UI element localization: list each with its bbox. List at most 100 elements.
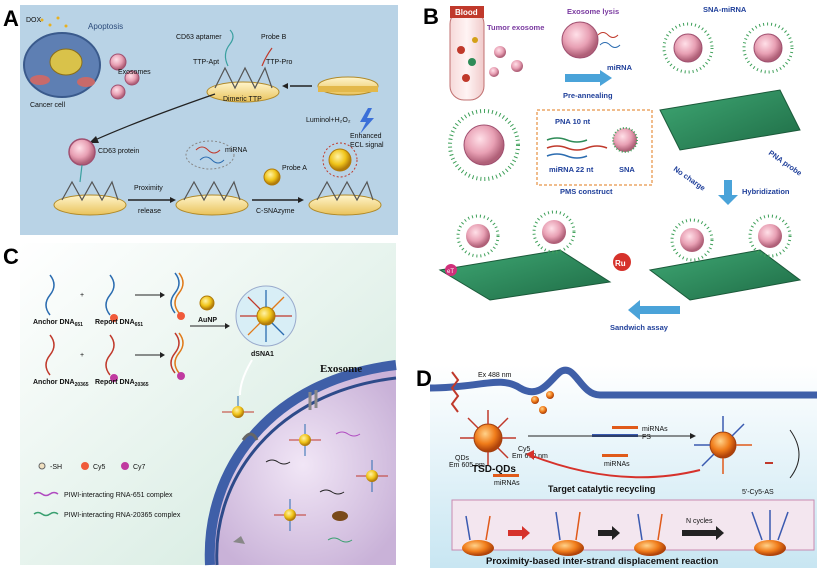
dox-label: DOX	[26, 17, 42, 24]
disc-edge	[318, 86, 378, 92]
release-label: release	[138, 208, 161, 215]
probe-a-nanoparticle	[263, 168, 281, 186]
exosome-vesicle	[68, 138, 96, 166]
aunp-label: AuNP	[198, 317, 217, 324]
blood-cell	[462, 74, 470, 82]
sensor-chip	[438, 249, 612, 301]
c-snazyme-label: C-SNAzyme	[256, 208, 295, 215]
duplex-strand	[174, 332, 184, 374]
exosomes-label: Exosomes	[118, 69, 151, 76]
anchor-20365-label: Anchor DNA20365	[33, 379, 89, 388]
excitation-arrow	[450, 371, 460, 413]
enhanced-label: Enhanced	[350, 133, 382, 140]
exosome-vesicle	[110, 84, 126, 100]
lightning-icon	[360, 108, 374, 134]
qds-em-label: Em 605 nm	[449, 462, 485, 469]
mirna-strand	[599, 42, 621, 48]
dox-molecule	[48, 23, 52, 27]
duplex-strand	[174, 272, 184, 314]
target-catalytic-label: Target catalytic recycling	[548, 484, 655, 494]
sna-particle	[742, 22, 794, 74]
plus-sign: +	[80, 352, 84, 359]
step-disc-3	[308, 142, 382, 216]
sh-legend-icon	[38, 462, 46, 470]
duplex-strand	[170, 332, 180, 374]
reaction-step	[634, 513, 666, 556]
ttp-pro-label: TTP-Pro	[266, 59, 293, 66]
cy5-legend-icon	[81, 462, 89, 470]
sna-core	[680, 228, 704, 252]
arrow-head	[526, 450, 534, 460]
tetrahedral-probe	[214, 66, 273, 90]
probe-b-label: Probe B	[261, 34, 287, 41]
sna-label: SNA	[619, 165, 635, 174]
flow-arrow	[789, 429, 800, 479]
sensor-chip	[648, 249, 802, 301]
report-20365-label: Report DNA20365	[95, 379, 149, 388]
arrow-head	[89, 136, 99, 143]
dna-strand	[546, 153, 588, 159]
reaction-step	[462, 515, 494, 556]
ru-label: Ru	[615, 259, 626, 268]
flow-arrow	[565, 70, 612, 86]
mirnas-top-label: miRNAs	[642, 426, 668, 433]
sandwich-assay-label: Sandwich assay	[610, 323, 669, 332]
report-dna-651-strand	[105, 274, 115, 316]
mitochondrion	[77, 77, 95, 87]
mirna-strand	[597, 32, 619, 38]
rna-strand	[265, 459, 291, 465]
cd63-aptamer-strand	[224, 29, 234, 67]
piwi-20365-legend-label: PIWI-interacting RNA-20365 complex	[64, 512, 181, 519]
cancer-cell-nucleus	[49, 48, 83, 76]
report-651-label: Report DNA651	[95, 319, 143, 328]
blood-cell	[457, 46, 465, 54]
mirna-label: miRNA	[225, 147, 247, 154]
cy7-legend-label: Cy7	[133, 464, 146, 471]
sna-core	[758, 224, 782, 248]
arrow-head	[225, 323, 230, 329]
panel-d-letter: D	[416, 366, 432, 391]
proximity-label: Proximity	[134, 185, 163, 192]
blood-label: Blood	[455, 8, 478, 17]
dsna1-label: dSNA1	[251, 351, 274, 358]
apoptosis-label: Apoptosis	[88, 22, 123, 31]
piwi-651-legend-icon	[33, 491, 59, 497]
cancer-cell-label: Cancer cell	[30, 102, 65, 109]
qd-particle	[531, 396, 539, 404]
cd63-protein-label: CD63 protein	[98, 148, 139, 155]
pna-strand	[546, 137, 588, 143]
ecl-signal-label: ECL signal	[350, 142, 384, 149]
blood-cell	[468, 58, 476, 66]
cy7-dot	[110, 374, 118, 382]
flow-arrow	[682, 526, 724, 540]
arrow-head	[690, 433, 696, 439]
cy5-legend-label: Cy5	[93, 464, 106, 471]
mirna-label: miRNA	[607, 63, 633, 72]
membrane-protein	[241, 432, 259, 441]
exosome-membrane-inner	[215, 376, 397, 566]
reaction-box	[451, 499, 815, 551]
dsna1-core	[256, 306, 276, 326]
protein-blob	[332, 511, 348, 521]
plus-sign: +	[80, 292, 84, 299]
mirna-strand	[612, 426, 638, 429]
flow-arrow	[508, 526, 530, 540]
panel-a: A DOX Apoptosis Cancer cell Exosomes CD6…	[3, 5, 398, 235]
mirna-strand	[602, 454, 628, 457]
cy5-dot	[177, 312, 185, 320]
qd-with-as	[694, 416, 752, 474]
piwi-20365-legend-icon	[33, 511, 59, 517]
cy5-as-label: 5'-Cy5-AS	[742, 489, 774, 496]
dsna1-bound	[356, 460, 388, 492]
anchor-651-label: Anchor DNA651	[33, 319, 83, 328]
gold-electrode-disc	[206, 81, 280, 103]
aunp-particle	[199, 295, 215, 311]
flow-arrow	[718, 180, 738, 205]
qd-particle	[546, 391, 554, 399]
arrow-head	[282, 83, 288, 89]
cd63-aptamer-label: CD63 aptamer	[176, 34, 222, 41]
piwi-651-legend-label: PIWI-interacting RNA-651 complex	[64, 492, 173, 499]
qds-label: QDs	[455, 455, 470, 462]
et-label: eT	[447, 269, 454, 275]
exosome-label: Exosome	[320, 363, 362, 375]
